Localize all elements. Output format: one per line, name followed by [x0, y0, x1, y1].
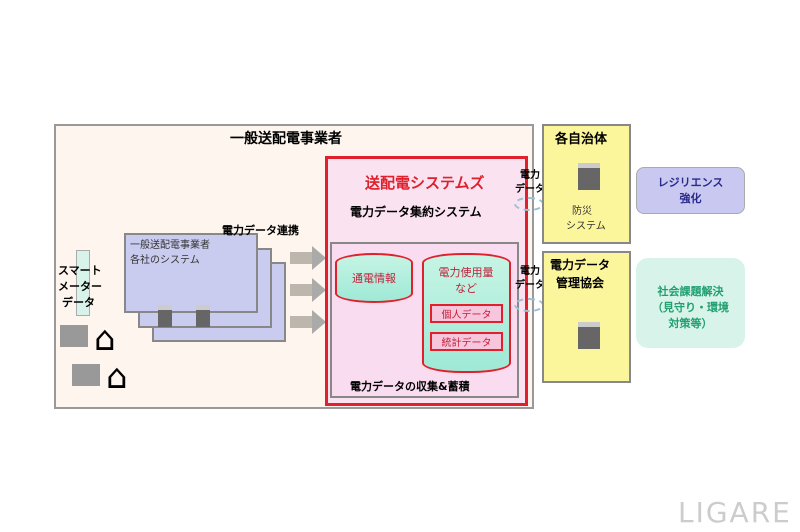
company-system-box	[124, 233, 258, 313]
company-system-line2: 各社のシステム	[130, 255, 200, 266]
smart-meter-line1: スマート	[58, 264, 102, 277]
statistics-data-label: 統計データ	[441, 338, 492, 349]
arrow-icon	[290, 278, 326, 302]
flow-label-2-line2: データ	[515, 280, 545, 291]
smart-meter-line3: データ	[62, 296, 95, 309]
collection-label: 電力データの収集&蓄積	[350, 380, 470, 393]
flow-label-1-line2: データ	[515, 184, 545, 195]
flow-label-1-line1: 電力	[520, 170, 540, 181]
municipality-title: 各自治体	[555, 132, 608, 147]
social-line1: 社会課題解決	[657, 285, 724, 298]
usage-label-line2: など	[455, 282, 477, 295]
smart-meter-icon	[72, 364, 100, 386]
usage-label-line1: 電力使用量	[438, 266, 494, 279]
resilience-line1: レジリエンス	[657, 176, 724, 189]
social-issues-box	[636, 258, 745, 348]
smart-meter-icon	[60, 325, 88, 347]
disaster-system-line2: システム	[566, 221, 606, 232]
statistics-data-box: 統計データ	[430, 332, 503, 351]
flow-label-2-line1: 電力	[520, 266, 540, 277]
server-icon	[578, 163, 600, 190]
server-icon	[158, 305, 172, 327]
resilience-line2: 強化	[679, 192, 702, 205]
house-icon: ⌂	[106, 357, 128, 397]
watermark-logo: LIGARE	[678, 496, 792, 529]
personal-data-box: 個人データ	[430, 304, 503, 323]
arrow-icon	[290, 246, 326, 270]
association-line1: 電力データ	[550, 258, 611, 272]
association-box	[542, 251, 631, 383]
personal-data-label: 個人データ	[441, 310, 492, 321]
server-icon	[578, 322, 600, 349]
power-status-db: 通電情報	[335, 253, 413, 303]
data-link-label: 電力データ連携	[222, 224, 299, 237]
house-icon: ⌂	[94, 319, 116, 359]
data-flow-icon	[514, 298, 544, 312]
company-system-line1: 一般送配電事業者	[130, 240, 210, 251]
smart-meter-line2: メーター	[58, 280, 102, 293]
power-status-label: 通電情報	[352, 272, 396, 285]
disaster-system-line1: 防災	[572, 206, 592, 217]
resilience-box	[636, 167, 745, 214]
association-line2: 管理協会	[556, 276, 605, 290]
outer-title: 一般送配電事業者	[230, 131, 342, 147]
data-flow-icon	[514, 197, 544, 211]
tso-title: 送配電システムズ	[365, 174, 485, 192]
upload-arrow-icon	[76, 250, 90, 316]
arrow-icon	[290, 310, 326, 334]
tso-subtitle: 電力データ集約システム	[350, 205, 482, 219]
social-line3: 対策等）	[668, 317, 713, 330]
social-line2: （見守り・環境	[652, 301, 729, 314]
server-icon	[196, 305, 210, 327]
